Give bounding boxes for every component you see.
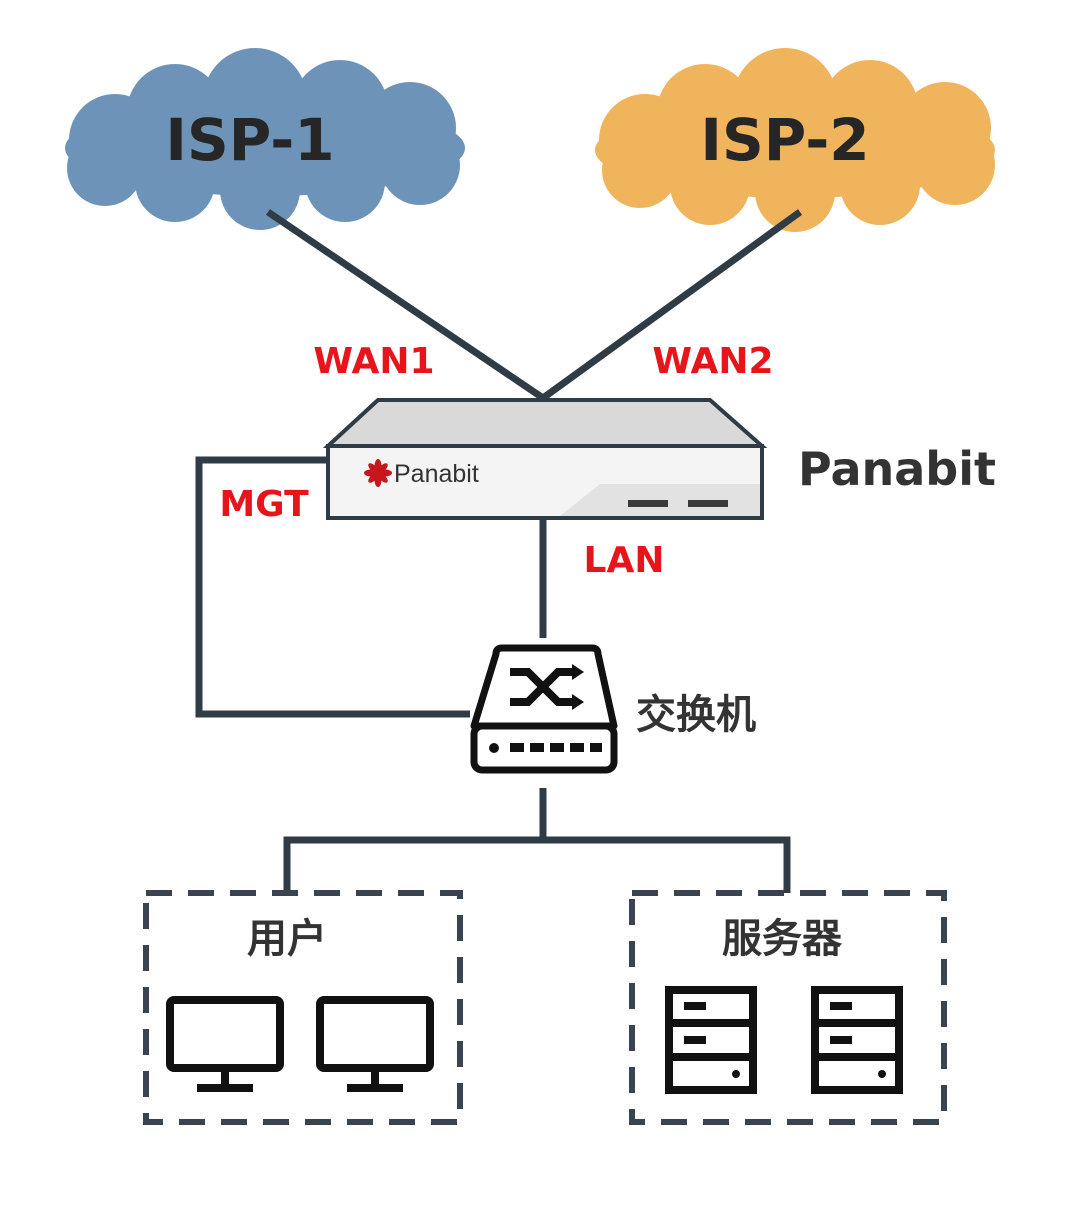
- gateway-label: Panabit: [798, 442, 996, 496]
- wan2-port-label: WAN2: [652, 341, 773, 382]
- mgt-port-label: MGT: [219, 484, 309, 525]
- isp2-cloud-shape: [595, 48, 995, 232]
- server-icon: [665, 986, 757, 1094]
- isp1-cloud-shape: [65, 48, 465, 230]
- gateway-port-slot: [628, 500, 668, 507]
- isp2-label: ISP-2: [700, 106, 869, 174]
- servers-group: 服务器: [629, 890, 947, 1125]
- switch-label: 交换机: [636, 692, 756, 738]
- isp1-label: ISP-1: [165, 106, 334, 174]
- gateway-brand-label: Panabit: [394, 460, 479, 488]
- users-group-box: [143, 890, 463, 1125]
- isp2-cloud: ISP-2: [595, 48, 995, 232]
- monitor-icon: [166, 996, 284, 1092]
- wan1-port-label: WAN1: [313, 341, 434, 382]
- distribution-link: [283, 836, 791, 893]
- server-icon: [811, 986, 903, 1094]
- servers-group-box: [629, 890, 947, 1125]
- isp1-cloud: ISP-1: [65, 48, 465, 230]
- monitor-icon: [316, 996, 434, 1092]
- mgt-link: [195, 456, 470, 718]
- panabit-gateway: Panabit: [322, 398, 768, 520]
- panabit-logo-icon: [364, 459, 392, 487]
- wan1-link: [266, 209, 545, 401]
- users-group: 用户: [143, 890, 463, 1125]
- wan2-link: [540, 209, 803, 401]
- servers-group-label: 服务器: [722, 916, 843, 962]
- gateway-port-slot: [688, 500, 728, 507]
- gateway-top-face: [322, 398, 768, 448]
- lan-port-label: LAN: [584, 540, 665, 581]
- users-group-label: 用户: [247, 916, 327, 962]
- switch-icon: [470, 644, 618, 774]
